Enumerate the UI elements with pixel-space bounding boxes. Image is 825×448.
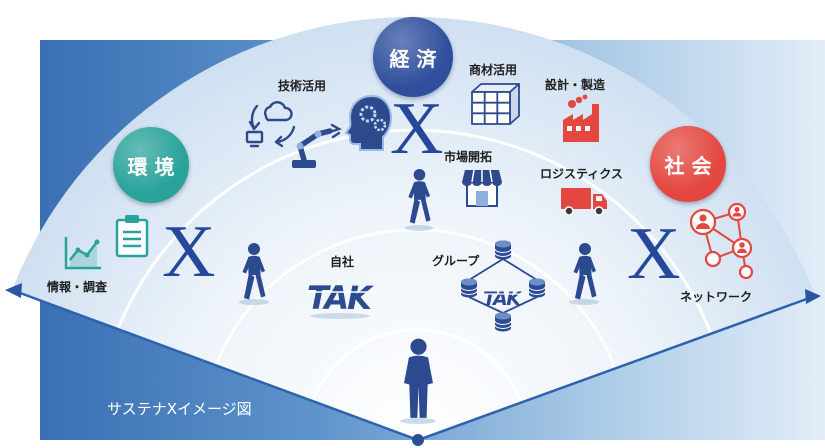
cross-mark-left: X (162, 211, 216, 293)
factory-smoke (582, 94, 588, 100)
chart-point (75, 247, 81, 253)
robot-base (292, 160, 316, 168)
logo-reflection (310, 313, 370, 319)
economy-label: 経済 (389, 46, 444, 71)
chart-fill (70, 242, 97, 268)
apex-dot (412, 434, 424, 446)
environment-circle: 環境 (113, 127, 189, 203)
company-logo-text: TAK (307, 279, 374, 317)
label-logistics: ロジスティクス (540, 167, 623, 181)
sync-arrow-left (248, 104, 261, 131)
ring-outer (116, 128, 713, 335)
gear-head-icon (344, 94, 393, 151)
shadow-center-person (405, 225, 433, 231)
network-node (689, 208, 717, 236)
chart-point (94, 239, 100, 245)
shop-door (476, 191, 488, 206)
robot-joint (314, 130, 322, 138)
chart-axes (64, 237, 101, 270)
chart-line (69, 241, 98, 261)
person-head (734, 207, 740, 212)
label-technology: 技術活用 (278, 79, 327, 93)
truck-wheel (594, 206, 604, 216)
truck-cargo (561, 188, 591, 209)
label-information-research: 情報・調査 (47, 280, 108, 294)
cross-mark-right: X (627, 213, 681, 295)
server-node-icon (461, 278, 477, 298)
truck-window (596, 196, 602, 201)
label-design-manufacturing: 設計・製造 (545, 78, 606, 92)
factory-building (563, 104, 599, 142)
cloud-shape (263, 101, 293, 122)
sync-arrow-right (274, 125, 296, 148)
label-merchandise: 商材活用 (469, 63, 518, 77)
truck-wheel (564, 206, 574, 216)
shop-icon (462, 169, 502, 207)
factory-window (576, 126, 581, 131)
factory-window (585, 126, 590, 131)
label-market-development: 市場開拓 (444, 150, 493, 164)
shadow-right-person (569, 299, 599, 305)
shadow-left-person (239, 299, 269, 305)
chart-point (84, 252, 90, 258)
person-head (739, 242, 745, 248)
network-node (704, 250, 722, 268)
robot-gripper (330, 123, 342, 139)
robot-arm-icon (292, 123, 342, 168)
server-node-icon (529, 278, 545, 298)
server-node-icon (495, 312, 511, 332)
robot-arm-segments (297, 128, 333, 163)
network-node (738, 264, 754, 280)
person-head (699, 214, 707, 222)
cross-mark-center: X (390, 88, 444, 170)
label-group: グループ (432, 254, 480, 268)
factory-icon (563, 94, 599, 142)
shop-awning-scallops (462, 182, 502, 186)
label-network: ネットワーク (680, 290, 753, 304)
environment-label: 環境 (127, 154, 182, 179)
clipboard-icon (115, 215, 149, 258)
ring-inner (311, 328, 523, 404)
clipboard-lines (123, 230, 141, 248)
factory-smoke (575, 96, 583, 104)
company-logo: TAK (306, 279, 376, 319)
truck-icon (561, 188, 607, 216)
warehouse-side (509, 83, 520, 125)
right-edge-arrow (805, 289, 821, 304)
person-shadows (239, 225, 599, 424)
economy-circle: 経済 (373, 17, 453, 97)
robot-joint (296, 142, 304, 150)
warehouse-front (471, 91, 511, 125)
group-logo-text: TAK (483, 288, 522, 310)
server-node-icon (495, 240, 511, 260)
gear-small (373, 118, 387, 132)
line-chart-icon (64, 237, 101, 270)
society-label: 社会 (664, 153, 719, 178)
person-shoulders (696, 223, 710, 229)
network-person-figures (696, 207, 747, 253)
group-network: TAK (461, 240, 545, 332)
factory-smoke (568, 100, 576, 108)
label-own-company: 自社 (330, 255, 355, 269)
group-links (468, 258, 538, 314)
warehouse-icon (471, 83, 520, 125)
people-network-icon (689, 202, 754, 280)
diagram-caption: サステナXイメージ図 (107, 400, 252, 418)
monitor-shape (245, 130, 264, 144)
shadow-bottom-person (400, 418, 436, 424)
network-node (731, 237, 753, 259)
person-shoulders (732, 212, 742, 217)
factory-window (567, 126, 572, 131)
head-silhouette (344, 94, 393, 151)
cloud-sync-icon (245, 101, 296, 148)
society-circle: 社会 (650, 126, 726, 202)
gear-large (359, 105, 377, 123)
left-edge-arrow (5, 283, 22, 298)
person-shoulders (737, 248, 747, 253)
clipboard-clip (125, 215, 139, 223)
shop-awning-stripes (471, 169, 493, 183)
warehouse-grid (472, 92, 510, 124)
